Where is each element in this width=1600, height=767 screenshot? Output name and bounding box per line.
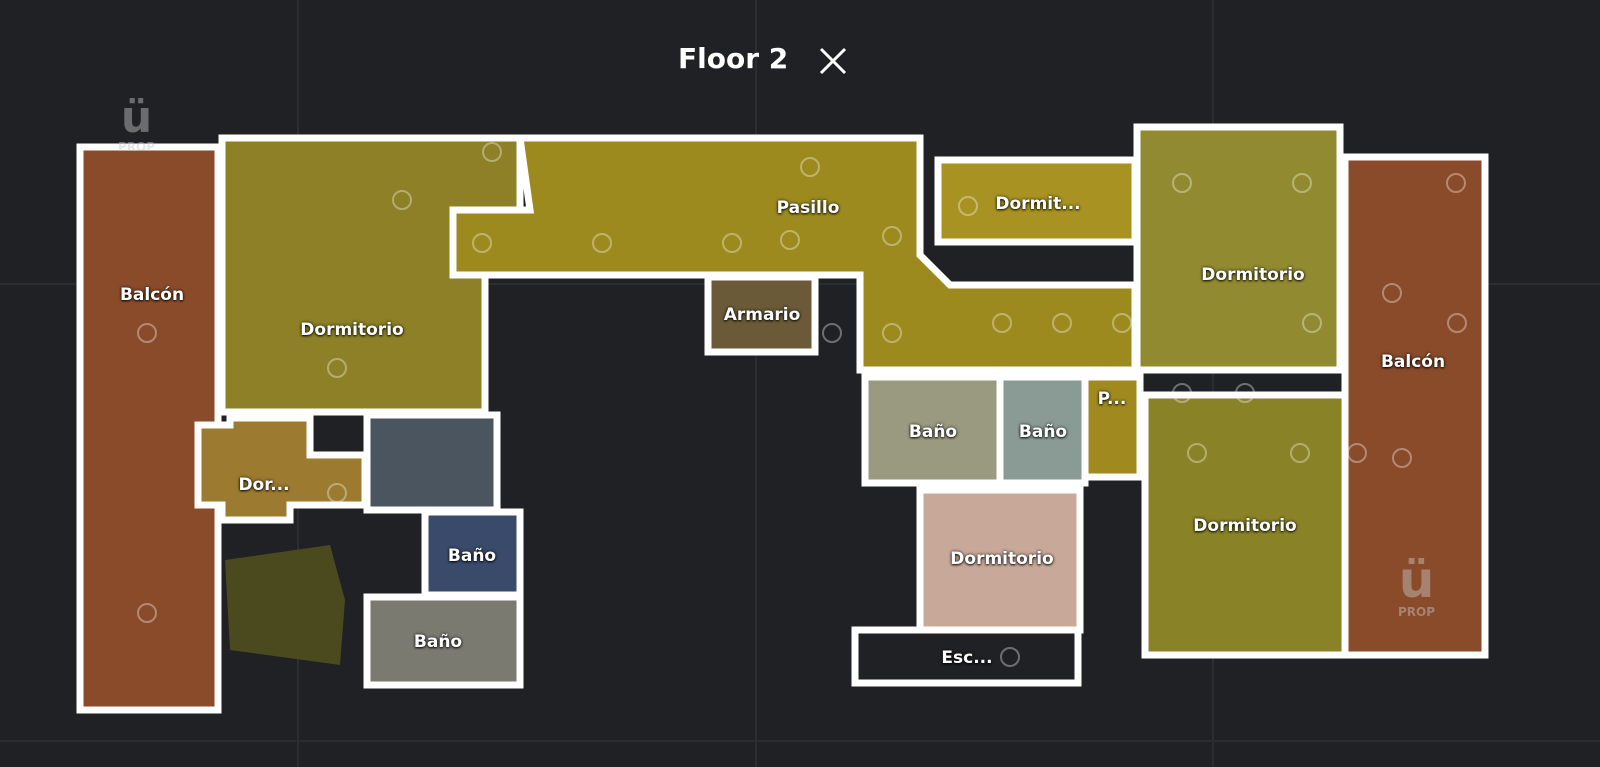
scan-point-marker[interactable] [882,323,902,343]
scan-point-marker[interactable] [1112,313,1132,333]
room-dormitorio-right-top[interactable] [1133,123,1344,374]
room-label[interactable]: Dormitorio [1193,516,1297,536]
scan-point-marker[interactable] [137,323,157,343]
grid-line [755,0,757,767]
scan-point-marker[interactable] [472,233,492,253]
scan-point-marker[interactable] [822,323,842,343]
scan-point-marker[interactable] [137,603,157,623]
room-label[interactable]: Dormitorio [1201,265,1305,285]
scan-point-marker[interactable] [1382,283,1402,303]
scan-point-marker[interactable] [1172,383,1192,403]
room-esc[interactable] [851,626,1082,687]
scan-point-marker[interactable] [882,226,902,246]
scan-point-marker[interactable] [1172,173,1192,193]
room-dormitorio-right-bottom[interactable] [1141,391,1349,659]
scan-point-marker[interactable] [780,230,800,250]
scan-point-marker[interactable] [327,483,347,503]
room-label[interactable]: Dor... [238,475,290,495]
room-label[interactable]: Balcón [1380,352,1446,372]
scan-point-marker[interactable] [800,157,820,177]
room-label[interactable]: Balcón [119,285,185,305]
room-label[interactable]: Armario [723,305,801,325]
scan-point-marker[interactable] [1447,313,1467,333]
scan-point-marker[interactable] [1290,443,1310,463]
scan-point-marker[interactable] [327,358,347,378]
room-bano-5[interactable] [363,593,524,689]
scan-point-marker[interactable] [482,142,502,162]
floor-header: Floor 2 [0,40,1600,84]
scan-point-marker[interactable] [1392,448,1412,468]
grid-line [0,740,1600,742]
room-label[interactable]: Baño [908,422,958,442]
room-label[interactable]: Baño [447,546,497,566]
room-balcon-right[interactable] [1341,153,1489,659]
scan-point-marker[interactable] [1235,383,1255,403]
scan-point-marker[interactable] [592,233,612,253]
room-armario[interactable] [704,273,819,356]
room-label[interactable]: Pasillo [776,198,840,218]
room-pasillo[interactable] [449,134,1139,374]
scan-point-marker[interactable] [1052,313,1072,333]
scan-point-marker[interactable] [392,190,412,210]
scan-point-marker[interactable] [722,233,742,253]
room-dor-small[interactable] [194,414,369,524]
room-label[interactable]: Baño [413,632,463,652]
floor-title: Floor 2 [678,42,789,75]
room-label[interactable]: Esc... [941,648,993,668]
grid-line [1212,0,1214,767]
room-label[interactable]: Dormitorio [950,549,1054,569]
unlabeled-area [225,545,345,665]
room-label[interactable]: Baño [1018,422,1068,442]
room-bano-1[interactable] [861,373,1004,487]
scan-point-marker[interactable] [1187,443,1207,463]
room-label[interactable]: P... [1097,389,1127,409]
scan-point-marker[interactable] [1446,173,1466,193]
room-bano-3[interactable] [363,411,501,514]
room-dormitorio-center[interactable] [916,486,1084,634]
scan-point-marker[interactable] [992,313,1012,333]
room-p-small[interactable] [1081,373,1144,481]
scan-point-marker[interactable] [1347,443,1367,463]
room-label[interactable]: Dormit... [995,194,1081,214]
scan-point-marker[interactable] [1000,647,1020,667]
scan-point-marker[interactable] [1292,173,1312,193]
room-label[interactable]: Dormitorio [300,320,404,340]
scan-point-marker[interactable] [958,196,978,216]
close-icon[interactable] [816,44,850,78]
scan-point-marker[interactable] [1302,313,1322,333]
